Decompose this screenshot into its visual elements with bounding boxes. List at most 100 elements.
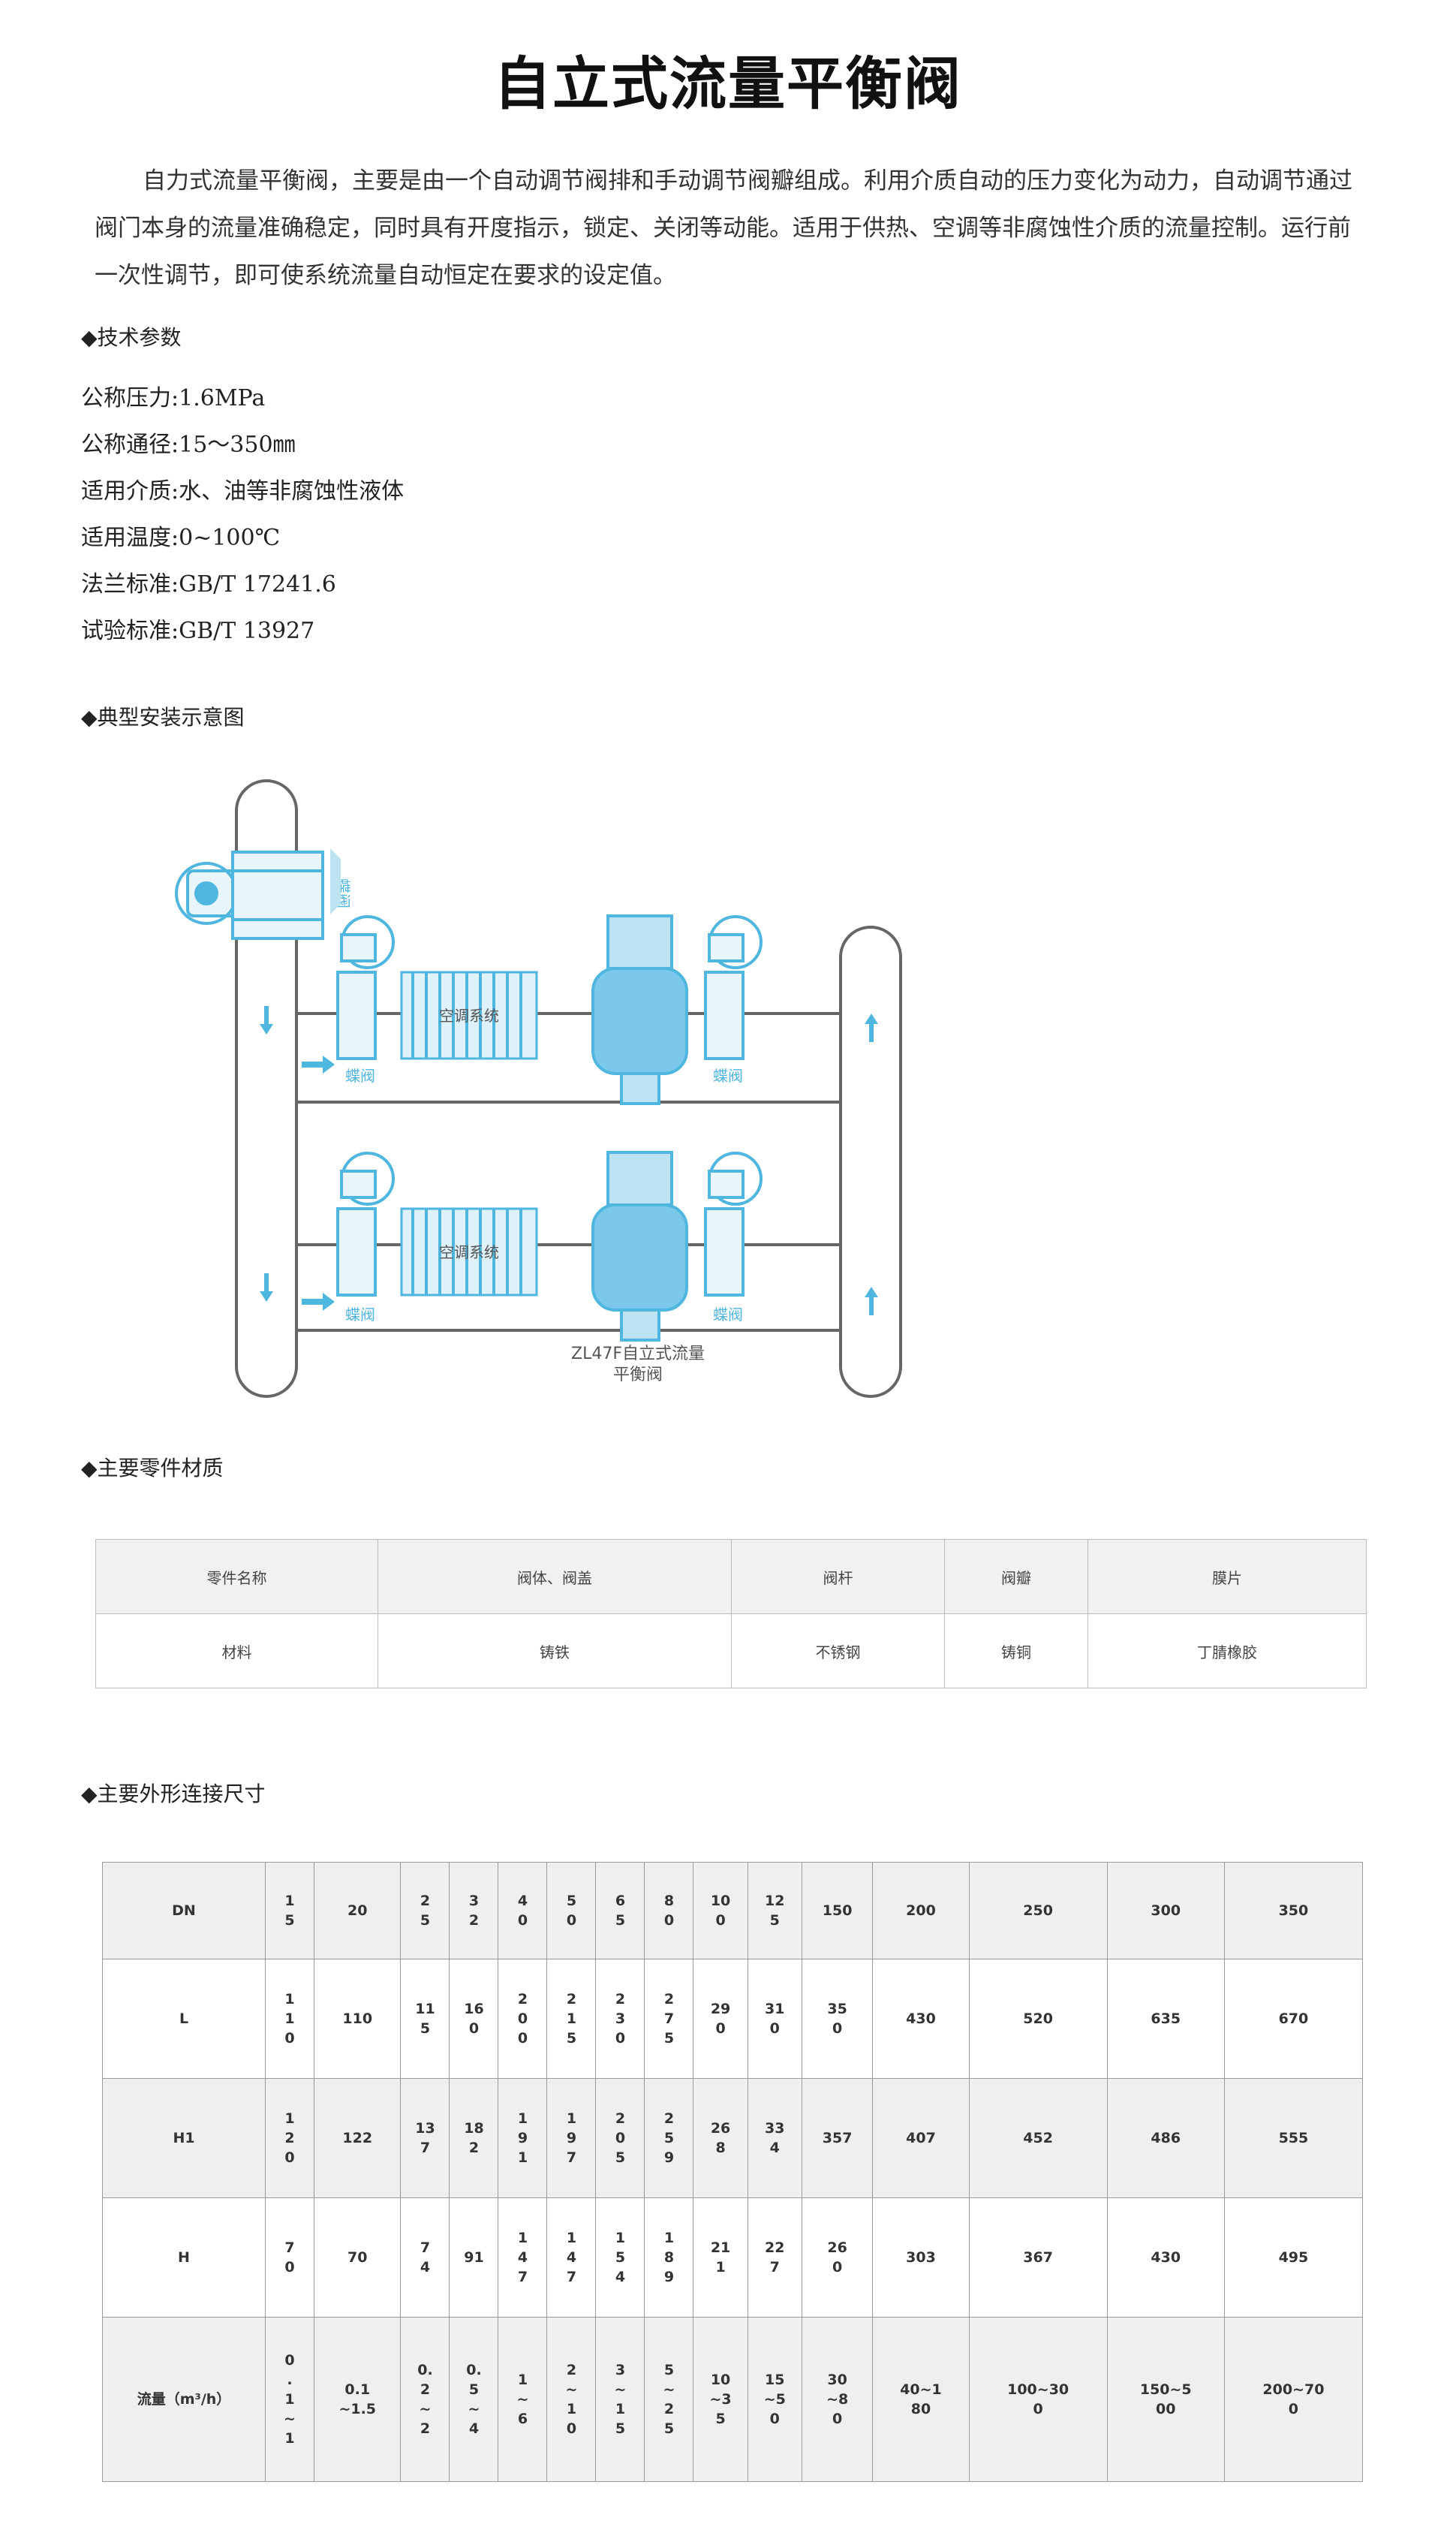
dimensions-cell: 350: [1223, 1862, 1364, 1959]
butterfly-valve-label-lower-left: 蝶阀: [345, 1306, 375, 1324]
dimensions-cell: 635: [1106, 1959, 1225, 2079]
dimensions-cell: 122: [313, 2078, 402, 2198]
dimensions-cell: 1 1 0: [265, 1959, 314, 2079]
dimensions-cell: 5 0: [546, 1862, 597, 1959]
ac-system-label-lower: 空调系统: [439, 1243, 499, 1261]
dimensions-cell: 10 ~3 5: [693, 2317, 748, 2482]
dimensions-cell: 15 ~5 0: [747, 2317, 802, 2482]
dimensions-cell: 11 5: [400, 1959, 450, 2079]
dimensions-cell: 2 7 5: [644, 1959, 694, 2079]
materials-header-cell: 零件名称: [95, 1539, 378, 1614]
dimensions-cell: 29 0: [693, 1959, 748, 2079]
upper-branch: 空调系统 蝶阀 蝶阀: [336, 914, 763, 1105]
dimensions-cell: 2 3 0: [595, 1959, 645, 2079]
dimensions-cell: 200~70 0: [1223, 2317, 1364, 2482]
dimensions-cell: 1 8 9: [644, 2197, 694, 2318]
spec-pressure: 公称压力:1.6MPa: [81, 385, 266, 411]
dimensions-cell: 35 0: [801, 1959, 874, 2079]
dimensions-cell: 495: [1223, 2197, 1364, 2318]
dimensions-cell: 7 4: [400, 2197, 450, 2318]
section-materials-heading: ◆主要零件材质: [81, 1456, 224, 1480]
dimensions-cell: 8 0: [644, 1862, 694, 1959]
dimensions-cell: 40~1 80: [872, 2317, 970, 2482]
dimensions-cell: 0. 2 ~ 2: [400, 2317, 450, 2482]
dimensions-cell: 2 ~ 1 0: [546, 2317, 597, 2482]
dimensions-cell: 16 0: [449, 1959, 499, 2079]
section-dimensions-heading: ◆主要外形连接尺寸: [81, 1782, 266, 1806]
dimensions-cell: 150~5 00: [1106, 2317, 1225, 2482]
dimensions-cell: 1 5: [265, 1862, 314, 1959]
dimensions-cell: 250: [968, 1862, 1108, 1959]
section-install-heading: ◆典型安装示意图: [81, 705, 245, 730]
materials-cell: 铸铜: [944, 1613, 1088, 1688]
dimensions-cell: 520: [968, 1959, 1108, 2079]
dimensions-cell: 1 ~ 6: [498, 2317, 548, 2482]
spec-medium: 适用介质:水、油等非腐蚀性液体: [81, 478, 405, 504]
dimensions-cell: 20: [313, 1862, 402, 1959]
dimensions-cell: 26 8: [693, 2078, 748, 2198]
dimensions-row-label: H1: [102, 2078, 266, 2198]
dimensions-cell: 1 4 7: [498, 2197, 548, 2318]
lower-branch: 空调系统 蝶阀 蝶阀: [336, 1151, 763, 1342]
dimensions-cell: 33 4: [747, 2078, 802, 2198]
dimensions-cell: 2 5 9: [644, 2078, 694, 2198]
dimensions-row-label: H: [102, 2197, 266, 2318]
dimensions-row-label: L: [102, 1959, 266, 2079]
dimensions-cell: 3 ~ 1 5: [595, 2317, 645, 2482]
dimensions-cell: 300: [1106, 1862, 1225, 1959]
dimensions-cell: 31 0: [747, 1959, 802, 2079]
valve-caption-line2: 平衡阀: [613, 1366, 663, 1384]
materials-header-cell: 阀杆: [731, 1539, 945, 1614]
dimensions-cell: 430: [1106, 2197, 1225, 2318]
dimensions-cell: 1 9 1: [498, 2078, 548, 2198]
materials-cell: 铸铁: [378, 1613, 732, 1688]
dimensions-cell: 10 0: [693, 1862, 748, 1959]
dimensions-cell: 30 ~8 0: [801, 2317, 874, 2482]
dimensions-cell: 430: [872, 1959, 970, 2079]
section-tech-heading: ◆技术参数: [81, 325, 182, 350]
ac-system-label-upper: 空调系统: [439, 1007, 499, 1025]
spec-diameter: 公称通径:15～350㎜: [81, 432, 296, 458]
spec-test: 试验标准:GB/T 13927: [81, 618, 315, 644]
dimensions-cell: 110: [313, 1959, 402, 2079]
dimensions-cell: 6 5: [595, 1862, 645, 1959]
dimensions-cell: 150: [801, 1862, 874, 1959]
dimensions-cell: 100~30 0: [968, 2317, 1108, 2482]
dimensions-cell: 12 5: [747, 1862, 802, 1959]
dimensions-cell: 0 . 1 ~ 1: [265, 2317, 314, 2482]
dimensions-cell: 1 5 4: [595, 2197, 645, 2318]
dimensions-cell: 1 9 7: [546, 2078, 597, 2198]
valve-caption-line1: ZL47F自立式流量: [571, 1345, 705, 1363]
dimensions-cell: 200: [872, 1862, 970, 1959]
dimensions-cell: 3 2: [449, 1862, 499, 1959]
dimensions-cell: 0.1 ~1.5: [313, 2317, 402, 2482]
spec-temperature: 适用温度:0~100℃: [81, 525, 281, 551]
dimensions-row-label: 流量（m³/h）: [102, 2317, 266, 2482]
butterfly-valve-label-upper-right: 蝶阀: [713, 1067, 743, 1085]
dimensions-cell: 452: [968, 2078, 1108, 2198]
dimensions-cell: 555: [1223, 2078, 1364, 2198]
dimensions-cell: 22 7: [747, 2197, 802, 2318]
dimensions-cell: 1 4 7: [546, 2197, 597, 2318]
dimensions-cell: 7 0: [265, 2197, 314, 2318]
materials-cell: 材料: [95, 1613, 378, 1688]
dimensions-cell: 13 7: [400, 2078, 450, 2198]
dimensions-cell: 303: [872, 2197, 970, 2318]
dimensions-cell: 91: [449, 2197, 499, 2318]
materials-table: 零件名称 阀体、阀盖 阀杆 阀瓣 膜片 材料 铸铁 不锈钢 铸铜 丁腈橡胶: [95, 1539, 1367, 1688]
materials-header-cell: 阀瓣: [944, 1539, 1088, 1614]
dimensions-cell: 21 1: [693, 2197, 748, 2318]
intro-paragraph: 自力式流量平衡阀，主要是由一个自动调节阀排和手动调节阀瓣组成。利用介质自动的压力…: [95, 167, 1352, 289]
materials-header-cell: 阀体、阀盖: [378, 1539, 732, 1614]
materials-header-cell: 膜片: [1087, 1539, 1367, 1614]
dimensions-cell: 2 1 5: [546, 1959, 597, 2079]
dimensions-cell: 2 0 0: [498, 1959, 548, 2079]
dimensions-cell: 1 2 0: [265, 2078, 314, 2198]
flow-arrows: [260, 1006, 878, 1315]
